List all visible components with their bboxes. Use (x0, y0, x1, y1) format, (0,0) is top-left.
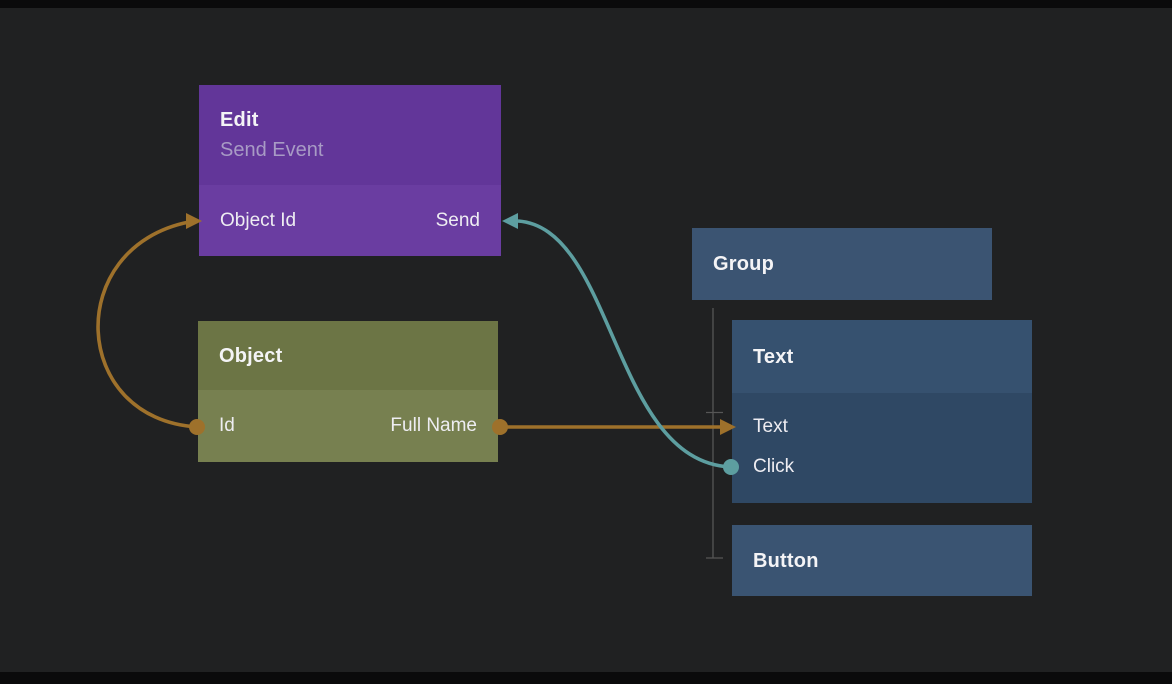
wire-id-to-object-id[interactable] (96, 220, 198, 429)
node-button[interactable]: Button (732, 525, 1032, 596)
node-edit-title: Edit (220, 109, 259, 131)
node-button-title: Button (753, 549, 819, 572)
node-group[interactable]: Group (692, 228, 992, 300)
node-group-header[interactable]: Group (692, 228, 992, 300)
port-text[interactable]: Text (753, 416, 788, 437)
port-click[interactable]: Click (753, 456, 795, 477)
canvas-bottom-edge (0, 672, 1172, 684)
node-group-title: Group (713, 253, 774, 275)
arrowhead-send-icon (502, 213, 518, 229)
port-full-name[interactable]: Full Name (390, 415, 477, 436)
connection-id-to-object-id[interactable] (96, 213, 205, 435)
node-edit-subtitle: Send Event (220, 139, 324, 161)
node-text-ports: Text Click (732, 393, 1032, 503)
node-edit-header[interactable]: Edit Send Event (199, 85, 501, 185)
node-button-header[interactable]: Button (732, 525, 1032, 596)
node-object[interactable]: Object Id Full Name (198, 321, 498, 462)
port-object-id[interactable]: Object Id (220, 209, 297, 231)
node-edit-ports: Object Id Send (199, 185, 501, 256)
node-text-header[interactable]: Text (732, 320, 1032, 393)
canvas-top-edge (0, 0, 1172, 8)
node-object-header[interactable]: Object (198, 321, 498, 390)
node-text[interactable]: Text Text Click (732, 320, 1032, 503)
node-object-title: Object (219, 344, 283, 367)
port-id[interactable]: Id (219, 415, 235, 436)
group-tree-lines (706, 308, 723, 559)
node-text-title: Text (753, 345, 794, 368)
connection-full-name-to-text[interactable] (492, 419, 736, 435)
port-send[interactable]: Send (435, 209, 480, 231)
node-object-ports: Id Full Name (198, 390, 498, 462)
node-edit[interactable]: Edit Send Event Object Id Send (199, 85, 501, 256)
